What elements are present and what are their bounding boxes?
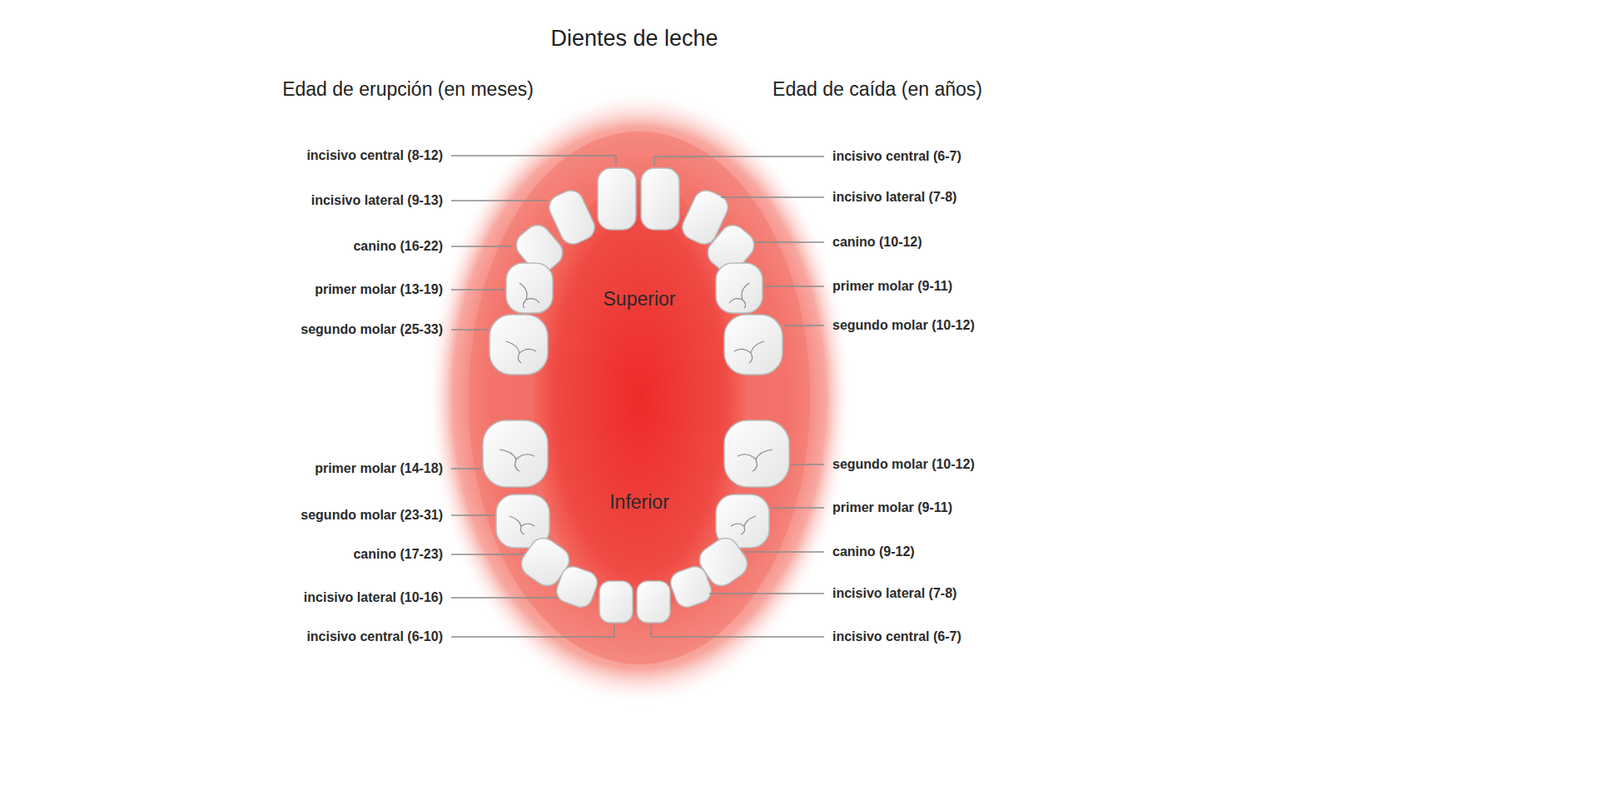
- jaw-label: Superior: [603, 288, 676, 312]
- tooth-label: primer molar (9-11): [832, 499, 953, 516]
- mouth: [427, 89, 852, 706]
- tooth-label: primer molar (9-11): [832, 278, 953, 294]
- teeth: [482, 168, 790, 623]
- tooth-label: canino (17-23): [352, 546, 443, 562]
- tooth-label: segundo molar (10-12): [832, 456, 975, 473]
- tooth-label: canino (9-12): [832, 543, 915, 560]
- tooth-label: incisivo central (8-12): [306, 147, 443, 164]
- tooth-label: canino (10-12): [832, 233, 923, 250]
- tooth-label: segundo molar (23-31): [300, 506, 443, 523]
- tooth-label: segundo molar (25-33): [300, 321, 443, 338]
- leader-lines: [451, 155, 825, 637]
- tooth-label: incisivo central (6-7): [832, 628, 962, 645]
- tooth-label: incisivo lateral (7-8): [832, 585, 957, 602]
- tooth-label: incisivo lateral (9-13): [311, 192, 443, 209]
- tooth-label: incisivo lateral (7-8): [832, 188, 957, 205]
- tooth-label: primer molar (13-19): [314, 281, 443, 298]
- tooth-label: primer molar (14-18): [314, 460, 443, 477]
- tooth-label: segundo molar (10-12): [832, 317, 975, 333]
- column-heading: Edad de erupción (en meses): [282, 78, 534, 102]
- column-heading: Edad de caída (en años): [772, 78, 983, 102]
- tooth-label: incisivo lateral (10-16): [303, 589, 443, 606]
- diagram-title: Dientes de leche: [550, 24, 718, 52]
- jaw-label: Inferior: [609, 491, 670, 515]
- molar-grooves: [499, 283, 773, 535]
- tooth-label: incisivo central (6-7): [832, 148, 962, 164]
- tooth-label: incisivo central (6-10): [306, 628, 443, 645]
- tooth-label: canino (16-22): [352, 238, 443, 254]
